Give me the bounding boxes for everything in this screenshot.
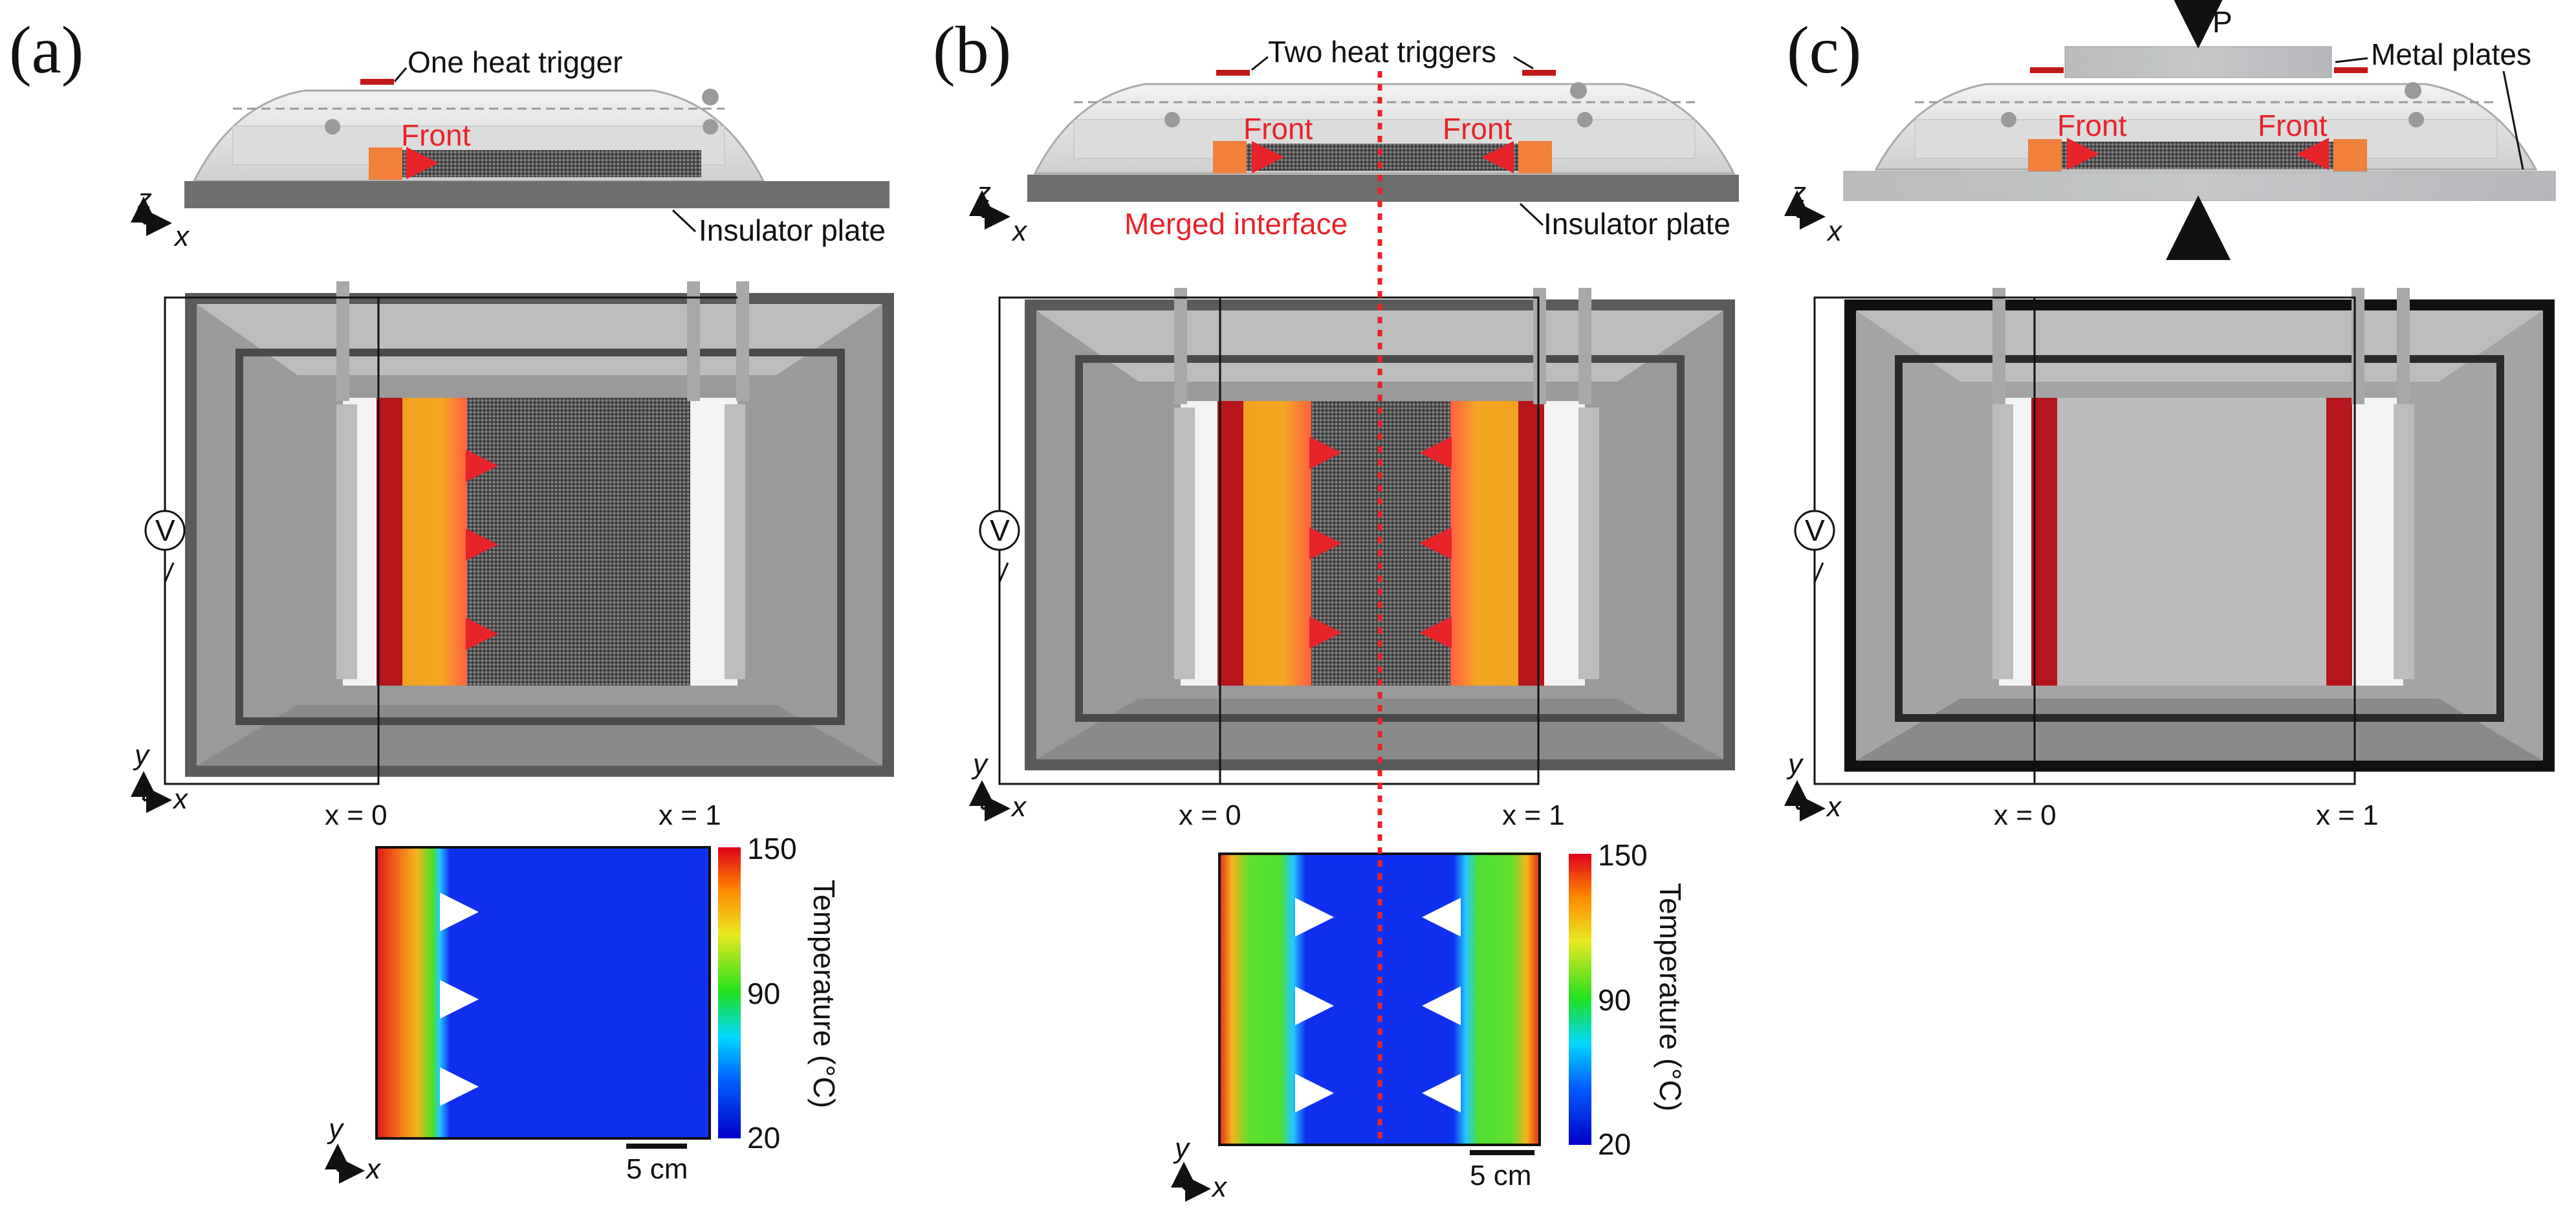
- pos-left-b: x = 0: [1179, 799, 1241, 831]
- axis-y-label: y: [1786, 748, 1804, 780]
- colorbar-b: 150 90 20 Temperature (°C): [1569, 838, 1687, 1161]
- heat-trigger-a: [360, 79, 394, 85]
- voltmeter-a-label: V: [155, 514, 175, 547]
- heat-trigger-b-left: [1216, 70, 1250, 76]
- colorbar-min-b: 20: [1598, 1127, 1631, 1161]
- heated-edge-a: [377, 398, 402, 686]
- metal-plate-bottom: [1843, 171, 2556, 201]
- axes-map-a: y x: [325, 1113, 382, 1185]
- voltmeter-a: [144, 510, 186, 551]
- heat-zone-a: [369, 147, 402, 180]
- colorbar-title-a: Temperature (°C): [807, 880, 841, 1108]
- pos-right-a: x = 1: [659, 799, 721, 831]
- axes-xy-c: y x: [1784, 748, 1842, 823]
- side-view-a: Front One heat trigger Insulator plate z…: [131, 45, 890, 252]
- temperature-map-a: 150 90 20 Temperature (°C) 5 cm y x: [325, 832, 841, 1185]
- top-view-b: V y x x = 0 x = 1: [969, 288, 1735, 831]
- merged-interface-label: Merged interface: [1124, 207, 1348, 241]
- colorbar-mid-a: 90: [747, 977, 780, 1010]
- top-view-a: V y x x = 0 x = 1: [131, 281, 894, 831]
- colorbar-a: 150 90 20 Temperature (°C): [718, 832, 841, 1155]
- axis-x-label: x: [365, 1153, 382, 1185]
- resin-a: [467, 398, 690, 686]
- plate-label-b: Insulator plate: [1544, 207, 1730, 241]
- front-right-b: Front: [1443, 112, 1512, 146]
- voltmeter-c: [1794, 510, 1835, 551]
- metal-plate-top: [2064, 46, 2332, 78]
- colorbar-min-a: 20: [747, 1121, 780, 1155]
- axes-map-b: y x: [1171, 1133, 1228, 1203]
- pos-right-b: x = 1: [1502, 799, 1565, 831]
- front-right-c: Front: [2258, 109, 2328, 142]
- front-label-a: Front: [401, 118, 471, 152]
- axis-y-label: y: [1173, 1133, 1191, 1164]
- axis-x-label: x: [1211, 1171, 1228, 1203]
- temperature-map-b: 150 90 20 Temperature (°C) 5 cm y x: [1171, 838, 1687, 1203]
- colorbar-max-b: 150: [1598, 838, 1648, 872]
- metal-plates-label: Metal plates: [2371, 38, 2531, 71]
- colorbar-mid-b: 90: [1598, 983, 1631, 1017]
- scale-label-a: 5 cm: [626, 1153, 688, 1185]
- panel-c: (c) Front Front P Metal plates: [1784, 0, 2556, 831]
- plate-label-a: Insulator plate: [699, 213, 886, 247]
- colorbar-max-a: 150: [747, 832, 797, 865]
- axis-x-label: x: [173, 221, 190, 252]
- axis-y-label: y: [971, 748, 989, 780]
- axis-y-label: y: [133, 739, 151, 771]
- panel-a: (a) Front One heat trigger Insulator pla…: [9, 13, 894, 1185]
- axis-x-label: x: [1826, 791, 1842, 823]
- voltmeter-b: [979, 510, 1020, 551]
- axis-z-label: z: [976, 177, 991, 208]
- voltmeter-c-label: V: [1805, 514, 1825, 547]
- axes-xz-a: z x: [131, 183, 190, 252]
- axes-xy-a: y x: [131, 739, 189, 815]
- colorbar-title-b: Temperature (°C): [1654, 883, 1687, 1111]
- insulator-plate-b: [1027, 175, 1739, 202]
- side-view-b: Front Front Two heat triggers Insulator …: [969, 35, 1739, 247]
- pos-left-c: x = 0: [1994, 799, 2057, 831]
- scale-label-b: 5 cm: [1470, 1160, 1531, 1191]
- panel-b: (b) Front Front Two heat triggers Insula…: [933, 13, 1739, 1203]
- heat-trigger-b-right: [1522, 70, 1556, 76]
- axis-z-label: z: [137, 183, 152, 215]
- pos-left-a: x = 0: [325, 799, 387, 831]
- axes-xy-b: y x: [969, 748, 1027, 823]
- axis-x-label: x: [1011, 215, 1028, 247]
- cured-part-c: [2057, 398, 2326, 686]
- axis-y-label: y: [327, 1113, 345, 1145]
- axis-x-label: x: [172, 783, 189, 815]
- axis-x-label: x: [1010, 791, 1027, 823]
- axes-xz-c: z x: [1784, 177, 1843, 247]
- panel-c-label: (c): [1787, 13, 1861, 87]
- side-view-c: Front Front P Metal plates z x: [1784, 0, 2556, 260]
- top-view-c: V y x x = 0 x = 1: [1784, 288, 2555, 831]
- heat-band-a: [402, 398, 467, 686]
- pos-right-c: x = 1: [2316, 799, 2379, 831]
- insulator-plate-a: [184, 181, 890, 208]
- front-left-c: Front: [2057, 109, 2127, 142]
- axes-xz-b: z x: [969, 177, 1028, 247]
- pressure-label: P: [2212, 5, 2232, 39]
- axis-z-label: z: [1791, 177, 1806, 208]
- axis-x-label: x: [1826, 215, 1843, 247]
- trigger-label-a: One heat trigger: [408, 45, 622, 79]
- voltmeter-b-label: V: [990, 514, 1010, 547]
- panel-a-label: (a): [9, 13, 83, 87]
- panel-b-label: (b): [933, 13, 1011, 87]
- trigger-label-b: Two heat triggers: [1268, 35, 1496, 69]
- front-left-b: Front: [1243, 112, 1313, 146]
